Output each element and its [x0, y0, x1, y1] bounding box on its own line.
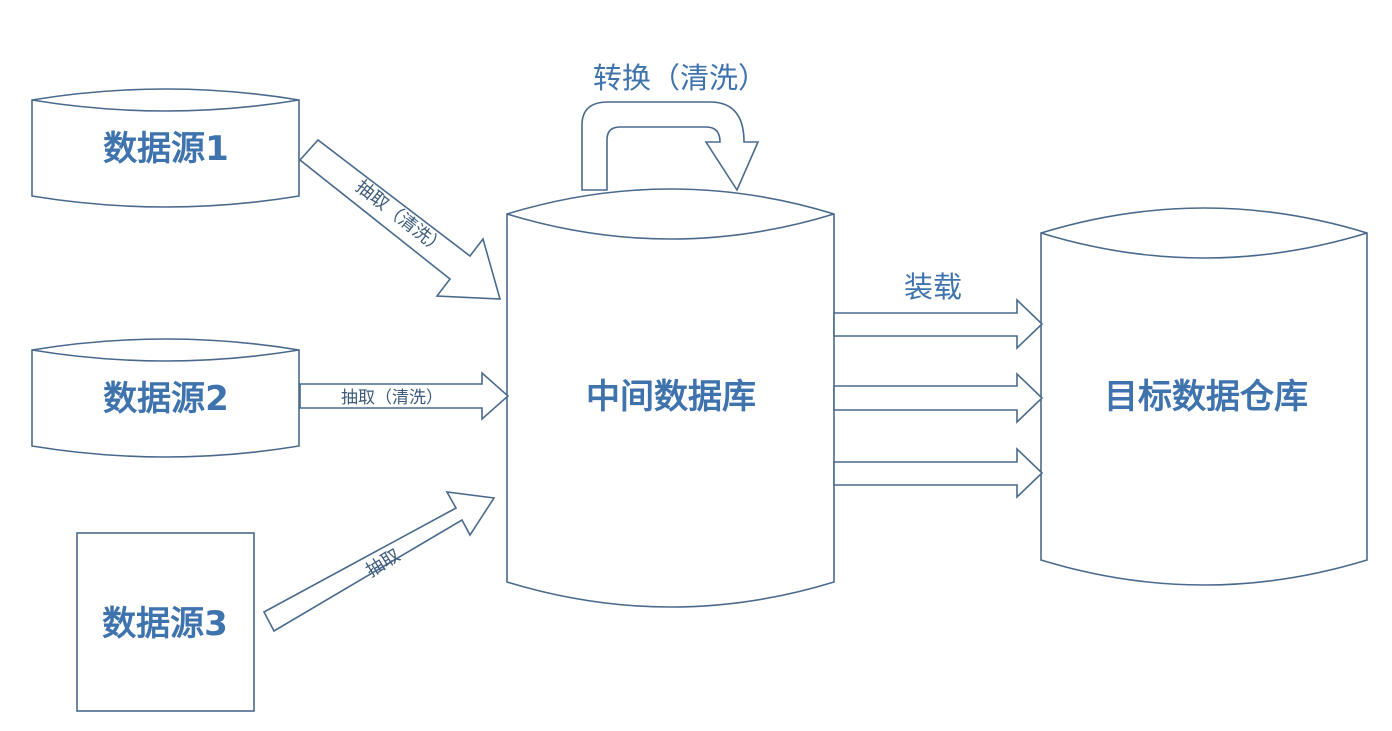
load-arrow-1	[833, 298, 1044, 350]
extract-arrow-1	[298, 138, 502, 300]
load-arrow-3	[833, 447, 1044, 499]
source2-label: 数据源2	[103, 379, 229, 419]
transform-label: 转换（清洗）	[593, 61, 767, 95]
source1-label: 数据源1	[103, 129, 229, 169]
source1-cylinder	[31, 88, 300, 208]
staging-cylinder	[506, 188, 835, 608]
load-arrow-2	[833, 372, 1044, 424]
transform-arrow	[581, 101, 760, 192]
source2-cylinder	[31, 338, 300, 458]
warehouse-label: 目标数据仓库	[1104, 377, 1308, 417]
extract-label-1: 抽取（清洗）	[351, 176, 449, 259]
warehouse-cylinder	[1040, 207, 1368, 586]
source3-box	[76, 532, 255, 712]
extract-arrow-2	[299, 371, 510, 421]
staging-label: 中间数据库	[586, 377, 756, 417]
extract-arrow-3	[262, 491, 496, 633]
extract-label-2: 抽取（清洗）	[341, 388, 443, 408]
source3-label: 数据源3	[102, 604, 228, 644]
load-label: 装载	[904, 270, 962, 304]
